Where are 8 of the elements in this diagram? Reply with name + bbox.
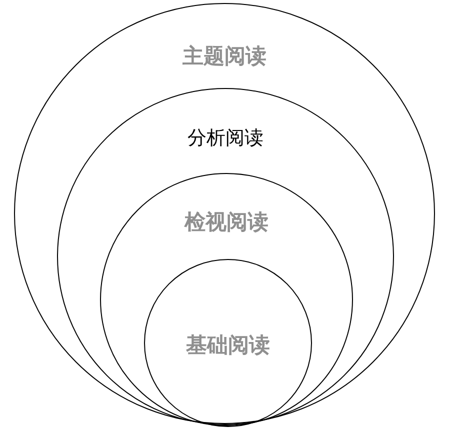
level-circle (14, 3, 435, 424)
level-label: 主题阅读 (182, 44, 266, 66)
level-circle (100, 173, 353, 426)
level-circle (144, 259, 312, 427)
level-label: 基础阅读 (186, 334, 270, 354)
level-label: 检视阅读 (184, 210, 268, 232)
level-circle (57, 88, 394, 425)
level-label: 分析阅读 (188, 128, 264, 148)
